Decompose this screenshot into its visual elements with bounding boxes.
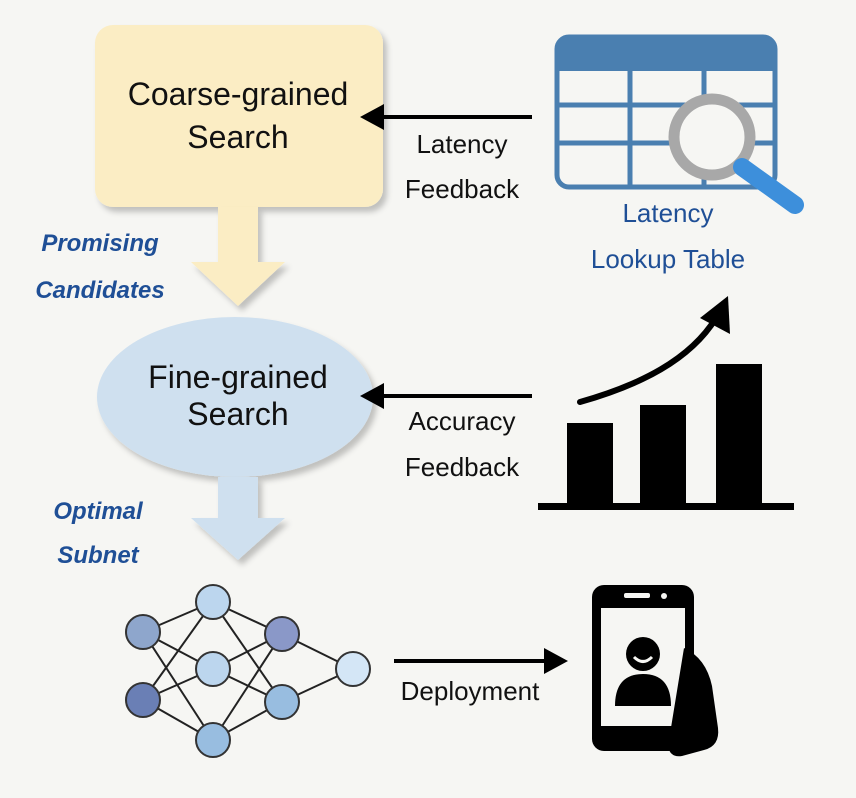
coarse-search-node: Coarse-grained Search — [95, 25, 383, 207]
fine-search-title-line2: Search — [187, 396, 288, 432]
optimal-label-line2: Subnet — [57, 542, 139, 569]
accuracy-feedback-line1: Accuracy — [409, 406, 516, 436]
latency-table-label: Latency Lookup Table — [591, 198, 745, 274]
latency-feedback-arrow: Latency Feedback — [360, 104, 532, 204]
optimal-subnet-arrow — [191, 477, 285, 560]
trend-arrow-icon — [577, 296, 730, 405]
coarse-search-title-line2: Search — [187, 119, 288, 155]
magnifier-icon — [668, 93, 804, 214]
latency-table-line1: Latency — [622, 198, 713, 228]
deployment-label: Deployment — [401, 676, 541, 706]
accuracy-feedback-arrow: Accuracy Feedback — [360, 383, 532, 482]
deployment-arrow: Deployment — [394, 648, 568, 706]
promising-candidates-arrow — [191, 207, 285, 306]
fine-search-node: Fine-grained Search — [97, 317, 373, 477]
promising-candidates-label: Promising Candidates — [35, 230, 164, 304]
accuracy-feedback-line2: Feedback — [405, 452, 520, 482]
optimal-subnet-label: Optimal Subnet — [53, 498, 144, 569]
latency-feedback-line1: Latency — [416, 129, 507, 159]
promising-label-line1: Promising — [41, 230, 159, 257]
smartphone-icon — [592, 585, 719, 757]
optimal-label-line1: Optimal — [53, 498, 144, 525]
coarse-search-title-line1: Coarse-grained — [128, 76, 349, 112]
latency-table-line2: Lookup Table — [591, 244, 745, 274]
neural-network-icon — [125, 584, 371, 758]
fine-search-title-line1: Fine-grained — [148, 359, 328, 395]
promising-label-line2: Candidates — [35, 277, 164, 304]
latency-feedback-line2: Feedback — [405, 174, 520, 204]
bar-chart-icon — [538, 364, 794, 510]
